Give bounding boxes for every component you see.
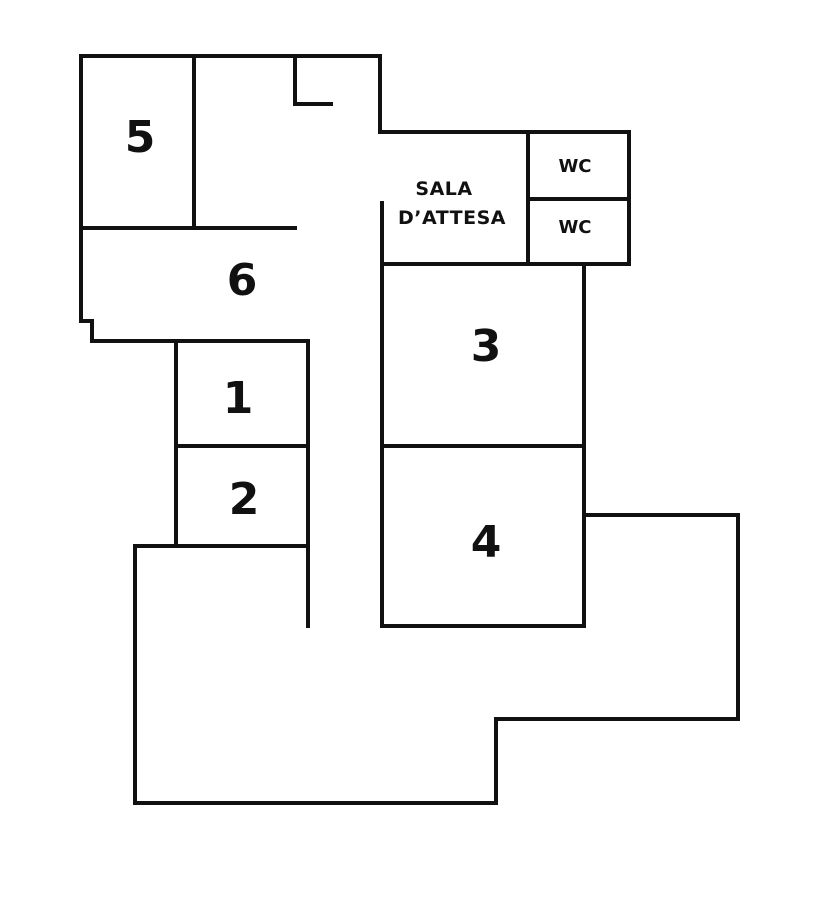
room-2-label: 2 [229, 474, 260, 525]
wc-upper-label: WC [558, 156, 591, 177]
closet-wall [293, 54, 333, 106]
room-1-label: 1 [223, 373, 254, 424]
room-5-label: 5 [125, 112, 156, 163]
waiting-room-label-line2: D’ATTESA [398, 207, 506, 229]
outer-wall-upper-left [79, 54, 631, 323]
waiting-room-label-line1: SALA [415, 178, 472, 200]
wc-lower-label: WC [558, 217, 591, 238]
room-3-label: 3 [471, 321, 502, 372]
rooms-3-4-wall [380, 262, 586, 628]
outer-wall-notch [79, 319, 310, 628]
room-6-label: 6 [227, 255, 258, 306]
room-4-label: 4 [471, 517, 502, 568]
outer-wall-bottom [133, 513, 740, 805]
